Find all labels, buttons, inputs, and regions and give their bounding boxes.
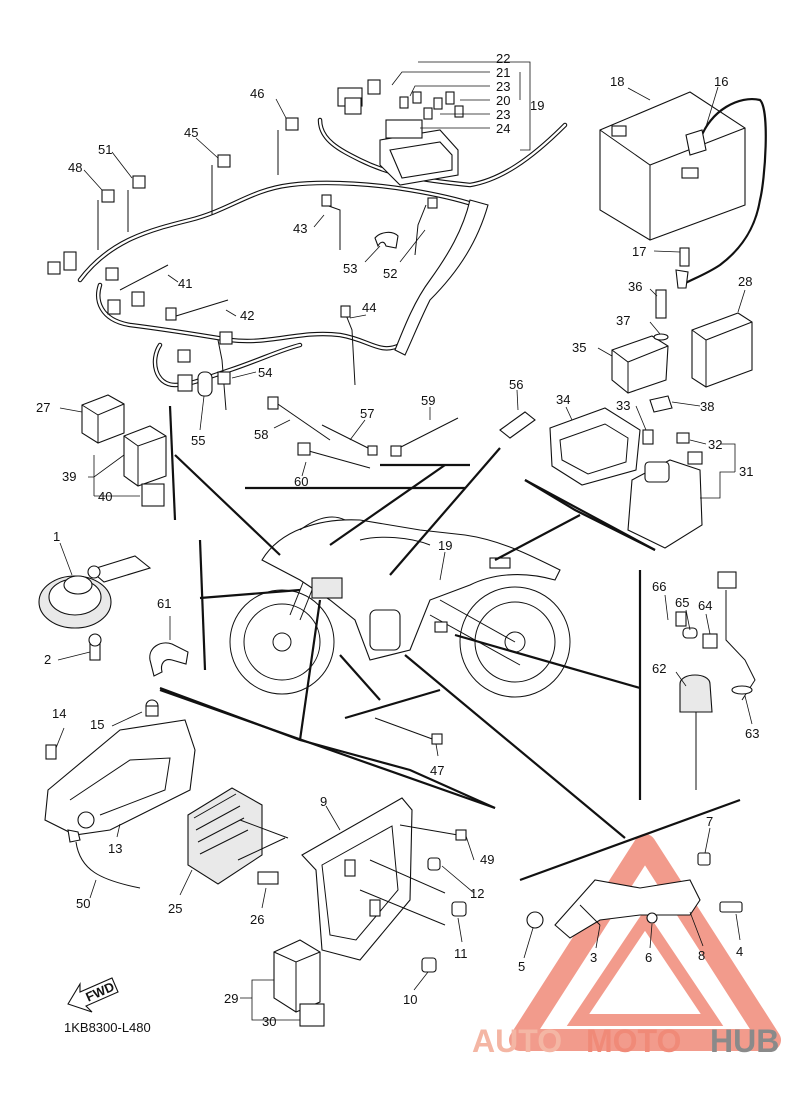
callout-16: 16: [714, 74, 728, 89]
callout-23-b: 23: [496, 107, 510, 122]
callout-6: 6: [645, 950, 652, 965]
callout-5: 5: [518, 959, 525, 974]
callout-42: 42: [240, 308, 254, 323]
callout-10: 10: [403, 992, 417, 1007]
callout-59: 59: [421, 393, 435, 408]
callout-48: 48: [68, 160, 82, 175]
fwd-label: FWD: [83, 979, 116, 1005]
callout-19: 19: [530, 98, 544, 113]
sensor-group: [675, 571, 756, 790]
callout-18: 18: [610, 74, 624, 89]
callout-17: 17: [632, 244, 646, 259]
callout-66: 66: [652, 579, 666, 594]
callout-40: 40: [98, 489, 112, 504]
callout-12: 12: [470, 886, 484, 901]
wire-harness: [47, 117, 568, 411]
diagram-code: 1KB8300-L480: [64, 1020, 151, 1035]
callout-23-a: 23: [496, 79, 510, 94]
callout-19-bike: 19: [438, 538, 452, 553]
clips-and-ties: [267, 396, 536, 745]
callout-36: 36: [628, 279, 642, 294]
motorcycle-silhouette: [229, 516, 571, 698]
callout-4: 4: [736, 944, 743, 959]
callout-30: 30: [262, 1014, 276, 1029]
callout-2: 2: [44, 652, 51, 667]
clamp-61: [149, 642, 189, 677]
electrical-tray: [301, 797, 467, 973]
callout-20: 20: [496, 93, 510, 108]
watermark-triangle: [509, 834, 781, 1051]
callout-28: 28: [738, 274, 752, 289]
callout-32: 32: [708, 437, 722, 452]
callout-25: 25: [168, 901, 182, 916]
horn: [38, 555, 152, 661]
callout-34: 34: [556, 392, 570, 407]
watermark-hub: HUB: [710, 1023, 779, 1059]
sidestand-bracket: [526, 852, 743, 939]
rectifier-regulator: [187, 787, 289, 885]
callout-61: 61: [157, 596, 171, 611]
callout-56: 56: [509, 377, 523, 392]
callout-26: 26: [250, 912, 264, 927]
callout-39: 39: [62, 469, 76, 484]
callout-50: 50: [76, 896, 90, 911]
callout-51: 51: [98, 142, 112, 157]
callout-49: 49: [480, 852, 494, 867]
callout-33: 33: [616, 398, 630, 413]
callout-57: 57: [360, 406, 374, 421]
callout-65: 65: [675, 595, 689, 610]
callout-1: 1: [53, 529, 60, 544]
callout-7: 7: [706, 814, 713, 829]
callout-11: 11: [454, 946, 468, 961]
callout-54: 54: [258, 365, 272, 380]
callout-47: 47: [430, 763, 444, 778]
fwd-arrow-icon: FWD: [67, 977, 119, 1013]
starter-relay-group: [549, 289, 753, 549]
callout-15: 15: [90, 717, 104, 732]
callout-64: 64: [698, 598, 712, 613]
callout-13: 13: [108, 841, 122, 856]
watermark-logo: AUTO MOTO HUB: [472, 1023, 779, 1059]
callout-45: 45: [184, 125, 198, 140]
callout-31: 31: [739, 464, 753, 479]
callout-60: 60: [294, 474, 308, 489]
callout-24: 24: [496, 121, 510, 136]
leader-lines: [159, 405, 741, 882]
callout-3: 3: [590, 950, 597, 965]
callout-37: 37: [616, 313, 630, 328]
unit-29-30: [273, 939, 325, 1027]
battery-group: [599, 91, 767, 289]
fuse-box-assembly: [337, 79, 464, 186]
callout-leads: [55, 61, 753, 1021]
callout-62: 62: [652, 661, 666, 676]
callout-27: 27: [36, 400, 50, 415]
callout-55: 55: [191, 433, 205, 448]
callout-52: 52: [383, 266, 397, 281]
callout-43: 43: [293, 221, 307, 236]
watermark-moto: MOTO: [586, 1023, 681, 1059]
callout-44: 44: [362, 300, 376, 315]
callout-38: 38: [700, 399, 714, 414]
callout-63: 63: [745, 726, 759, 741]
callout-21: 21: [496, 65, 510, 80]
callout-29: 29: [224, 991, 238, 1006]
callout-14: 14: [52, 706, 66, 721]
relay-unit-left: [81, 394, 167, 507]
callout-46: 46: [250, 86, 264, 101]
callout-8: 8: [698, 948, 705, 963]
regulator-bracket: [44, 699, 196, 889]
callout-9: 9: [320, 794, 327, 809]
callout-41: 41: [178, 276, 192, 291]
callout-58: 58: [254, 427, 268, 442]
callout-labels: 1 2 3 4 5 6 7 8 9 10 11 12 13 14 15 16 1…: [36, 51, 759, 1029]
callout-35: 35: [572, 340, 586, 355]
callout-22: 22: [496, 51, 510, 66]
callout-53: 53: [343, 261, 357, 276]
watermark-auto: AUTO: [472, 1023, 562, 1059]
